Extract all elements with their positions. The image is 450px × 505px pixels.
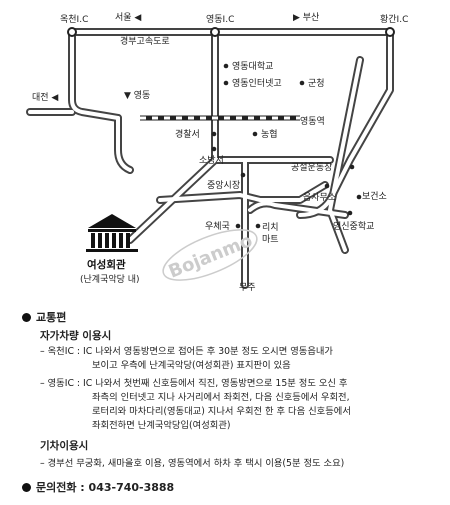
- county-dot: [299, 80, 305, 86]
- car-item-line: 좌회전하면 난계국악당입(여성회관): [92, 420, 231, 431]
- yeongsin-dot: [347, 210, 353, 216]
- car-title: 자가차량 이용시: [40, 330, 112, 342]
- okcheon-ic-label: 옥천I.C: [60, 14, 88, 25]
- hwanggan-ic-label: 황간I.C: [380, 14, 408, 25]
- health-label: 보건소: [362, 191, 387, 202]
- train-item: – 경부선 무궁화, 새마을호 이용, 영동역에서 하차 후 택시 이용(5분 …: [40, 458, 345, 469]
- car-item-okcheon: – 옥천IC : IC 나와서 영동방면으로 접어든 후 30분 정도 오시면 …: [40, 345, 440, 373]
- station-label: 영동역: [300, 116, 325, 127]
- interhigh-label: 영동인터넷고: [232, 78, 282, 89]
- health-dot: [356, 194, 362, 200]
- car-item-line: 보이고 우측에 난계국악당(여성회관) 표지판이 있음: [92, 360, 291, 371]
- univ-dot: [223, 63, 229, 69]
- market-dot: [240, 172, 246, 178]
- town-office-label: 읍사무소: [303, 192, 336, 203]
- stadium-dot: [349, 164, 355, 170]
- location-map: Bojanmo 옥천I.C 서울 ◀ 영동I.C ▶ 부산 황간I.C 경부고속…: [26, 12, 408, 293]
- car-item-line: 좌측의 인터넷고 지나 사거리에서 좌회전, 다음 신호등에서 우회전,: [92, 392, 350, 403]
- fire-label: 소방서: [199, 155, 224, 166]
- county-label: 군청: [308, 78, 325, 89]
- hwanggan-ic-marker: [385, 27, 395, 37]
- interhigh-dot: [223, 80, 229, 86]
- phone-info: 문의전화 : 043-740-3888: [36, 481, 175, 494]
- bullet-icon: [22, 483, 31, 492]
- muju-label: 무주: [239, 282, 256, 293]
- okcheon-ic-marker: [67, 27, 77, 37]
- seoul-label: 서울 ◀: [115, 12, 141, 23]
- yeongdong-ic-marker: [210, 27, 220, 37]
- building2-label: 마트: [262, 234, 279, 245]
- car-item-line: IC 나와서 영동방면으로 접어든 후 30분 정도 오시면 영동읍내가: [83, 346, 333, 357]
- transport-title: 교통편: [36, 311, 67, 324]
- police-dot: [211, 131, 217, 137]
- fire-dot: [211, 146, 217, 152]
- univ-label: 영동대학교: [232, 61, 273, 72]
- stadium-label: 공설운동장: [291, 162, 332, 173]
- car-item-key: – 영동IC :: [40, 378, 83, 389]
- train-title: 기차이용시: [40, 440, 89, 452]
- transport-info: 교통편 자가차량 이용시 – 옥천IC : IC 나와서 영동방면으로 접어든 …: [0, 300, 450, 505]
- road-network: [26, 28, 394, 289]
- car-item-line: 로터리와 마차다리(영동대교) 지나서 우회전 한 후 다음 신호등에서: [92, 406, 351, 417]
- expressway-label: 경부고속도로: [120, 35, 170, 47]
- market-label: 중앙시장: [207, 179, 240, 191]
- post-label: 우체국: [205, 221, 230, 232]
- building-icon: [86, 214, 138, 252]
- mart-dot: [255, 223, 261, 229]
- venue-name: 여성회관: [87, 258, 126, 271]
- car-item-key: – 옥천IC :: [40, 346, 83, 357]
- post-dot: [235, 223, 241, 229]
- police-label: 경찰서: [175, 128, 200, 140]
- yeongsin-label: 영신중학교: [333, 221, 374, 232]
- car-item-line: IC 나와서 첫번째 신호등에서 직진, 영동방면으로 15분 정도 오신 후: [83, 378, 348, 389]
- car-item-yeongdong: – 영동IC : IC 나와서 첫번째 신호등에서 직진, 영동방면으로 15분…: [40, 377, 440, 433]
- bullet-icon: [22, 313, 31, 322]
- town-office-dot: [324, 183, 330, 189]
- daejeon-label: 대전 ◀: [32, 92, 58, 103]
- venue-sub: (난계국악당 내): [80, 273, 140, 285]
- yeongdong-ic-label: 영동I.C: [206, 14, 234, 25]
- busan-label: ▶ 부산: [293, 12, 319, 23]
- yeongdong-arrow-label: ▼ 영동: [124, 90, 150, 101]
- nonghyup-label: 농협: [261, 128, 278, 140]
- building1-label: 리치: [262, 221, 279, 233]
- nonghyup-dot: [252, 131, 258, 137]
